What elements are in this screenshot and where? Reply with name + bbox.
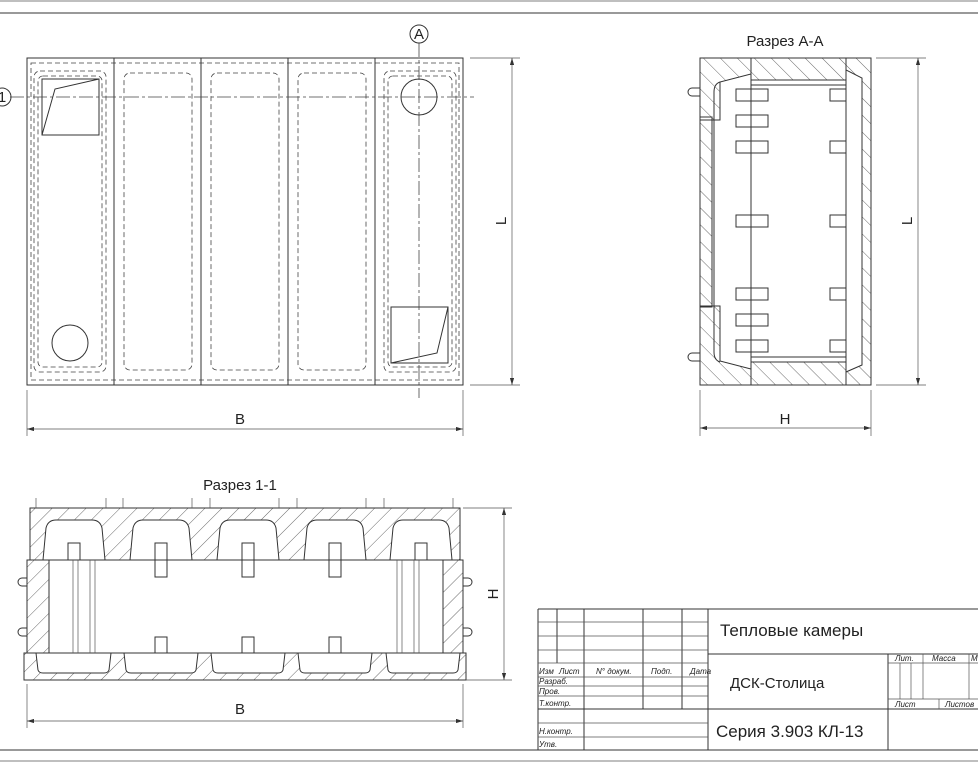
svg-text:N° докум.: N° докум.	[596, 667, 632, 676]
svg-text:Подп.: Подп.	[651, 667, 672, 676]
section-aa-title: Разрез А-А	[747, 33, 824, 50]
title-block	[537, 608, 978, 750]
svg-text:Н.контр.: Н.контр.	[539, 727, 573, 736]
mass-label: Масса	[932, 654, 956, 663]
plan-dimension-b: B	[26, 390, 464, 436]
section-11-dimension-h: H	[463, 507, 512, 681]
svg-text:1: 1	[0, 89, 6, 106]
svg-text:Утв.: Утв.	[538, 740, 557, 749]
section-11-dimension-b: B	[26, 684, 464, 728]
scale-label: М	[971, 654, 978, 663]
svg-text:Лист: Лист	[558, 667, 580, 676]
section-11-title: Разрез 1-1	[203, 477, 277, 494]
plan-view	[10, 43, 474, 398]
section-11	[17, 498, 473, 681]
organization-name: ДСК-Столица	[730, 675, 825, 692]
sheet-label: Лист	[894, 700, 916, 709]
svg-text:Пров.: Пров.	[539, 687, 560, 696]
title-block-columns: Изм Лист N° докум. Подп. Дата	[539, 667, 712, 676]
plan-dimension-l: L	[470, 57, 520, 386]
section-aa	[687, 57, 872, 386]
section-marker-1: 1	[0, 87, 12, 107]
svg-text:B: B	[235, 701, 245, 718]
svg-text:Т.контр.: Т.контр.	[539, 699, 571, 708]
svg-text:Изм: Изм	[539, 667, 554, 676]
svg-text:Дата: Дата	[689, 667, 712, 676]
title-block-rows: Разраб. Пров. Т.контр. Н.контр. Утв.	[538, 677, 573, 749]
svg-text:L: L	[899, 217, 916, 225]
svg-text:H: H	[485, 589, 502, 600]
lit-label: Лит.	[894, 654, 914, 663]
svg-text:L: L	[493, 217, 510, 225]
drawing-title: Тепловые камеры	[720, 621, 863, 640]
svg-text:A: A	[414, 26, 424, 43]
svg-text:H: H	[780, 411, 791, 428]
drawing-series: Серия 3.903 КЛ-13	[716, 722, 864, 741]
section-marker-a: A	[409, 24, 429, 44]
svg-text:Разраб.: Разраб.	[539, 677, 568, 686]
sheets-label: Листов	[944, 700, 974, 709]
section-aa-dimension-l: L	[876, 57, 926, 386]
svg-text:B: B	[235, 411, 245, 428]
manhole-opening	[51, 324, 89, 362]
section-aa-dimension-h: H	[699, 390, 872, 436]
